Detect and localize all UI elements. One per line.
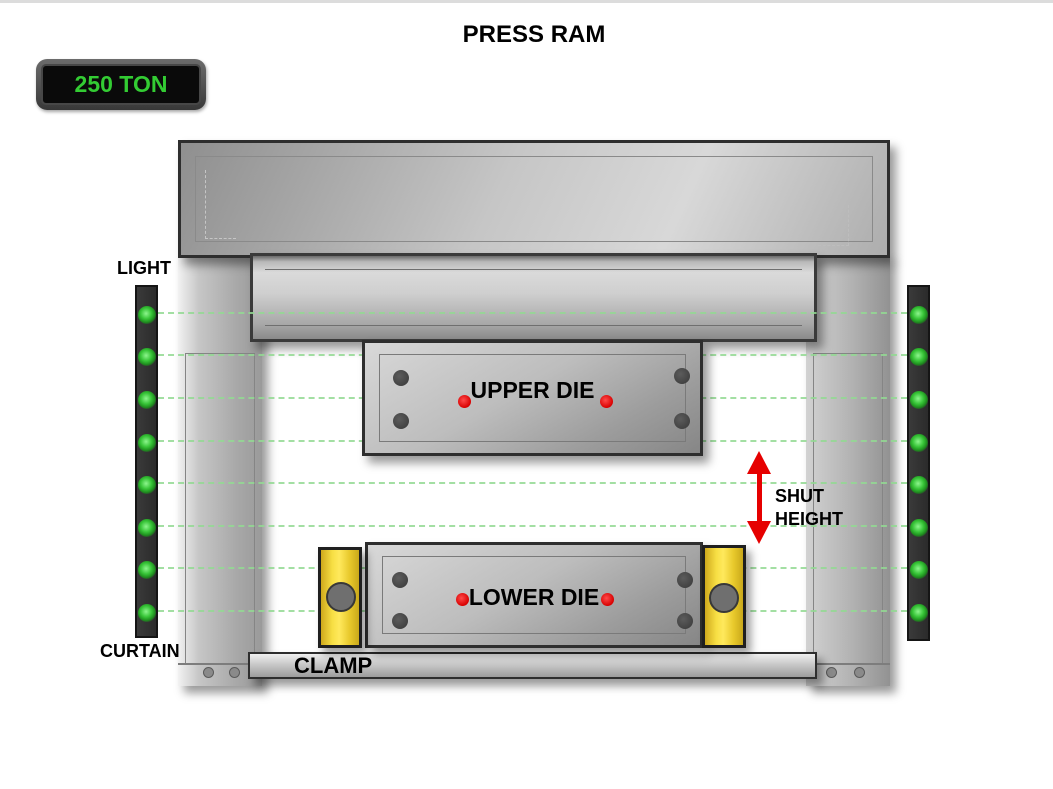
led-green-icon <box>910 476 928 494</box>
die-pin-red-icon <box>600 395 613 408</box>
bolt-hole-icon <box>674 368 690 384</box>
lower-die: LOWER DIE <box>365 542 703 648</box>
crown-dashed-mark <box>818 205 849 246</box>
shut-height-label: SHUT HEIGHT <box>775 485 843 531</box>
led-green-icon <box>910 434 928 452</box>
press-ram-slide <box>250 253 817 342</box>
light-curtain-beam <box>158 525 907 527</box>
bolt-hole-icon <box>392 613 408 629</box>
crown-panel <box>195 156 873 242</box>
die-pin-red-icon <box>601 593 614 606</box>
column-foot-line <box>806 663 890 665</box>
foot-bolt-icon <box>854 667 865 678</box>
led-green-icon <box>138 306 156 324</box>
die-face-panel <box>379 354 686 442</box>
light-curtain-beam <box>158 312 907 314</box>
upper-die-label: UPPER DIE <box>470 377 595 403</box>
light-curtain-beam <box>158 482 907 484</box>
window-top-border <box>0 0 1053 3</box>
led-green-icon <box>910 561 928 579</box>
tonnage-value: 250 TON <box>74 71 168 97</box>
led-green-icon <box>910 391 928 409</box>
ram-groove-line <box>265 325 802 326</box>
shut-height-arrow-icon <box>747 521 771 544</box>
bolt-hole-icon <box>393 413 409 429</box>
bolt-hole-icon <box>677 572 693 588</box>
bolt-hole-icon <box>674 413 690 429</box>
led-green-icon <box>138 434 156 452</box>
bolt-hole-icon <box>393 370 409 386</box>
led-green-icon <box>910 348 928 366</box>
upper-die: UPPER DIE <box>362 340 703 456</box>
clamp-bolt-icon <box>326 582 356 612</box>
press-crown <box>178 140 890 258</box>
press-column-left <box>178 255 262 686</box>
shut-height-label-line1: SHUT <box>775 486 824 506</box>
led-green-icon <box>138 604 156 622</box>
die-pin-red-icon <box>458 395 471 408</box>
bolt-hole-icon <box>392 572 408 588</box>
die-pin-red-icon <box>456 593 469 606</box>
bolt-hole-icon <box>677 613 693 629</box>
shut-height-label-line2: HEIGHT <box>775 509 844 529</box>
die-clamp-left <box>318 547 362 648</box>
column-foot-line <box>178 663 262 665</box>
clamp-bolt-icon <box>709 583 739 613</box>
led-green-icon <box>138 519 156 537</box>
shut-height-arrow-icon <box>757 468 762 526</box>
foot-bolt-icon <box>229 667 240 678</box>
led-green-icon <box>138 391 156 409</box>
led-green-icon <box>910 306 928 324</box>
shut-height-arrow-icon <box>747 451 771 474</box>
tonnage-display: 250 TON <box>36 59 206 110</box>
column-panel <box>185 353 255 664</box>
tonnage-display-screen: 250 TON <box>41 64 201 105</box>
foot-bolt-icon <box>203 667 214 678</box>
foot-bolt-icon <box>826 667 837 678</box>
light-curtain-label-top: LIGHT <box>117 258 171 278</box>
light-curtain-label-bottom: CURTAIN <box>100 641 180 661</box>
led-green-icon <box>138 348 156 366</box>
ram-groove-line <box>265 269 802 270</box>
led-green-icon <box>138 476 156 494</box>
led-green-icon <box>910 604 928 622</box>
die-face-panel <box>382 556 686 634</box>
light-curtain-left <box>135 285 158 638</box>
clamp-label: CLAMP <box>294 653 373 678</box>
led-green-icon <box>910 519 928 537</box>
crown-dashed-mark <box>205 170 236 239</box>
led-green-icon <box>138 561 156 579</box>
press-bolster-bed <box>248 652 817 679</box>
light-curtain-right <box>907 285 930 641</box>
die-clamp-right <box>702 545 746 648</box>
press-column-right <box>806 255 890 686</box>
page-title: PRESS RAM <box>462 21 606 48</box>
lower-die-label: LOWER DIE <box>468 584 600 610</box>
